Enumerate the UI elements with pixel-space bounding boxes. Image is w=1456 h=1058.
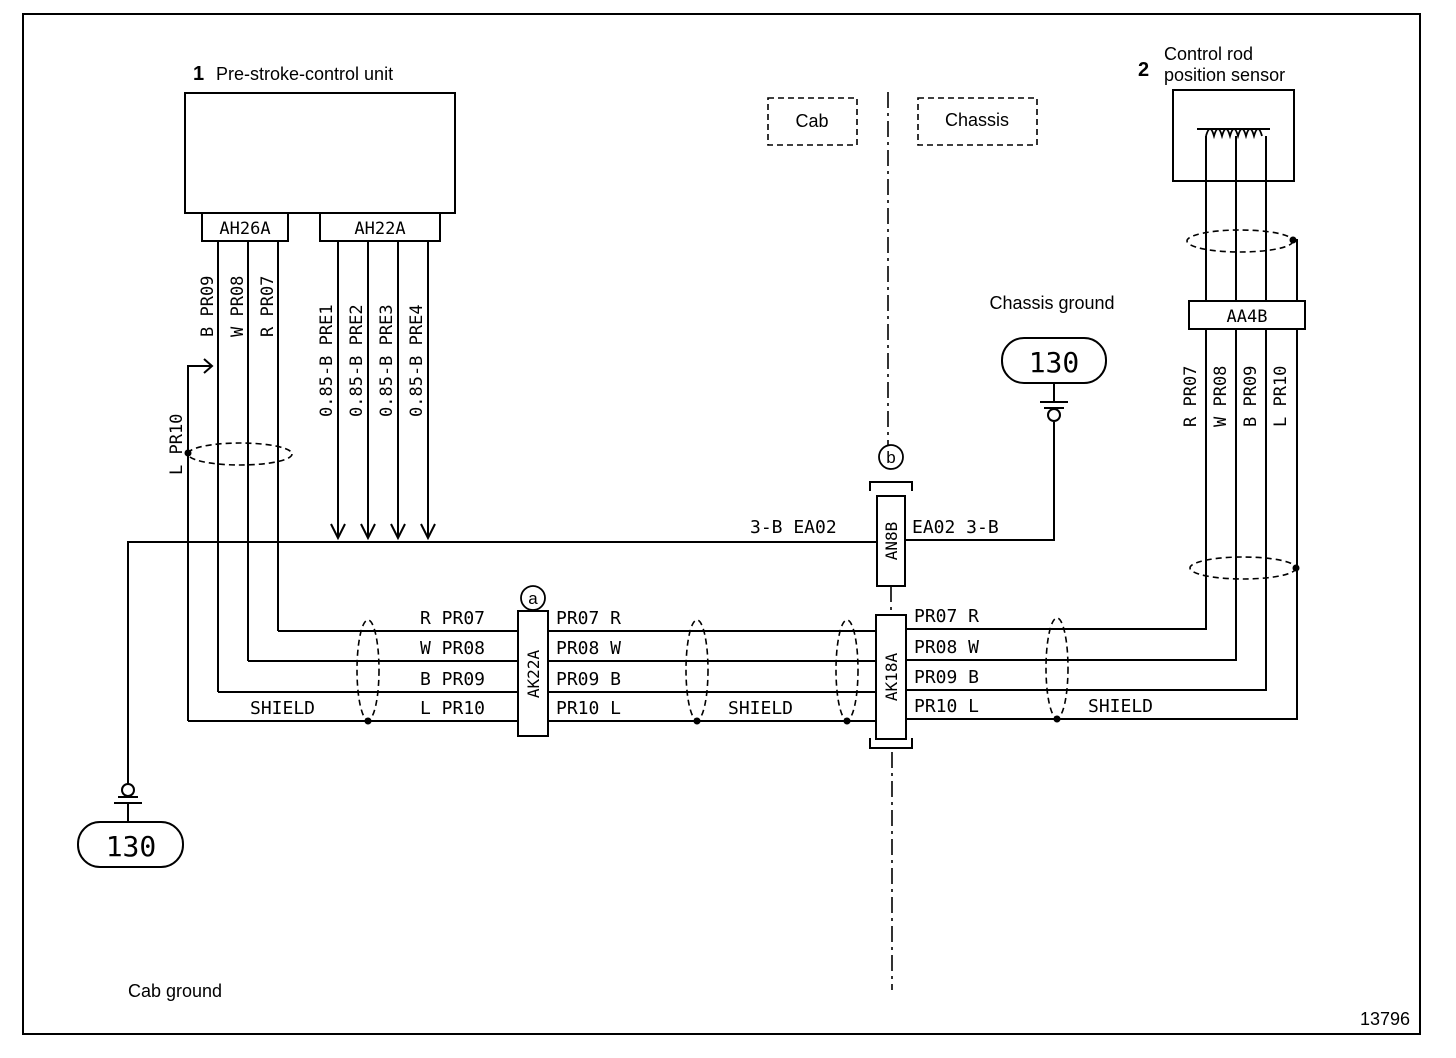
- connector-aa4b: [1188, 300, 1306, 330]
- connector-ak22a-label: AK22A: [524, 650, 543, 699]
- zone-chassis-box: [917, 97, 1038, 146]
- connector-aa4b-label: AA4B: [1227, 307, 1268, 327]
- unit1-number: 1: [193, 63, 204, 85]
- sensor-label-pr07: R PR07: [1181, 366, 1201, 427]
- junction-b-label: b: [886, 448, 895, 467]
- connector-ak22a: [517, 610, 549, 737]
- wire-label-pr07: R PR07: [258, 276, 278, 337]
- shield-ellipse-2: [685, 619, 709, 721]
- wire-label-pr09: B PR09: [198, 276, 218, 337]
- label-pr10-l-mid: PR10 L: [556, 698, 621, 719]
- wire-label-pre4: 0.85-B PRE4: [407, 304, 427, 417]
- wire-label-pre3: 0.85-B PRE3: [377, 304, 397, 417]
- label-pr08-w-mid: PR08 W: [556, 638, 621, 659]
- label-pr09-b-mid: PR09 B: [556, 669, 621, 690]
- zone-cab-label: Cab: [795, 111, 828, 131]
- unit2-box: [1172, 89, 1295, 182]
- ak18a-bracket: [869, 738, 913, 749]
- shield-dot: [1292, 564, 1300, 572]
- pre-stroke-control-unit: 1 Pre-stroke-control unit AH26A AH22A: [184, 63, 456, 242]
- unit2-label-line1: Control rod: [1164, 44, 1253, 64]
- shield-ellipse-1: [356, 619, 380, 721]
- shield-ellipse-3: [835, 619, 859, 721]
- diagram-frame: [22, 13, 1421, 1035]
- label-pr07-r-mid: PR07 R: [556, 608, 621, 629]
- label-shield-mid: SHIELD: [728, 698, 793, 719]
- control-rod-position-sensor: 2 Control rod position sensor: [1138, 44, 1295, 301]
- shield-dot: [843, 717, 851, 725]
- label-pr10-l-right: PR10 L: [914, 696, 979, 717]
- connector-ah22a: [319, 212, 441, 242]
- unit2-label-line2: position sensor: [1164, 65, 1285, 85]
- coil-icon: [1205, 128, 1263, 140]
- junction-a-label: a: [528, 589, 538, 608]
- connector-an8b: [876, 495, 906, 587]
- shield-dot: [1289, 236, 1297, 244]
- ea02-bus: [127, 422, 1055, 788]
- harness-right: [906, 329, 1298, 720]
- label-w-pr08-left: W PR08: [420, 638, 485, 659]
- junction-b: [878, 444, 904, 470]
- shield-ellipse-4: [1045, 617, 1069, 719]
- unit1-label: Pre-stroke-control unit: [216, 64, 393, 84]
- zone-chassis-label: Chassis: [945, 110, 1009, 130]
- chassis-ground-icon: [1040, 383, 1068, 422]
- sensor-label-pr10: L PR10: [1271, 366, 1291, 427]
- unit2-number: 2: [1138, 59, 1149, 81]
- connector-ah22a-label: AH22A: [354, 219, 405, 239]
- connector-ah26a-label: AH26A: [219, 219, 270, 239]
- an8b-bracket: [869, 481, 913, 491]
- shield-drain-wire: [1292, 239, 1298, 301]
- shield-dot: [693, 717, 701, 725]
- shield-dot: [184, 449, 192, 457]
- sensor-label-pr08: W PR08: [1211, 366, 1231, 427]
- cab-ground-icon: [114, 783, 142, 822]
- cab-ground-ref: [77, 821, 184, 868]
- cab-ground-number: 130: [106, 830, 157, 863]
- label-l-pr10-left: L PR10: [420, 698, 485, 719]
- shield-ellipse-left-top: [187, 442, 293, 466]
- cab-ground-label: Cab ground: [128, 981, 222, 1001]
- shield-dot: [364, 717, 372, 725]
- chassis-ground-number: 130: [1029, 346, 1080, 379]
- label-pr09-b-right: PR09 B: [914, 667, 979, 688]
- harness-left: [188, 630, 518, 722]
- ea02-right-label: EA02 3-B: [912, 517, 999, 538]
- harness-middle: [548, 630, 876, 722]
- wire-label-pr10-left: L PR10: [167, 414, 187, 475]
- label-shield-left: SHIELD: [250, 698, 315, 719]
- wire-label-pr08: W PR08: [228, 276, 248, 337]
- shield-ellipse-right-top: [1186, 229, 1294, 253]
- pre-wires: [330, 241, 436, 541]
- wire-label-pre2: 0.85-B PRE2: [347, 304, 367, 417]
- connector-ah26a: [201, 212, 289, 242]
- zone-cab-box: [767, 97, 858, 146]
- shield-dot: [1053, 715, 1061, 723]
- label-b-pr09-left: B PR09: [420, 669, 485, 690]
- label-r-pr07-left: R PR07: [420, 608, 485, 629]
- ah26a-wires: [187, 241, 279, 721]
- connector-ak18a: [875, 614, 907, 740]
- label-shield-right: SHIELD: [1088, 696, 1153, 717]
- label-pr08-w-right: PR08 W: [914, 637, 979, 658]
- sensor-label-pr09: B PR09: [1241, 366, 1261, 427]
- connector-ak18a-label: AK18A: [882, 653, 901, 702]
- unit1-box: [184, 92, 456, 214]
- chassis-ground-label: Chassis ground: [989, 293, 1114, 313]
- figure-number: 13796: [1360, 1009, 1410, 1029]
- ea02-left-label: 3-B EA02: [750, 517, 837, 538]
- connector-an8b-label: AN8B: [882, 522, 901, 561]
- wire-label-pre1: 0.85-B PRE1: [317, 304, 337, 417]
- label-pr07-r-right: PR07 R: [914, 606, 979, 627]
